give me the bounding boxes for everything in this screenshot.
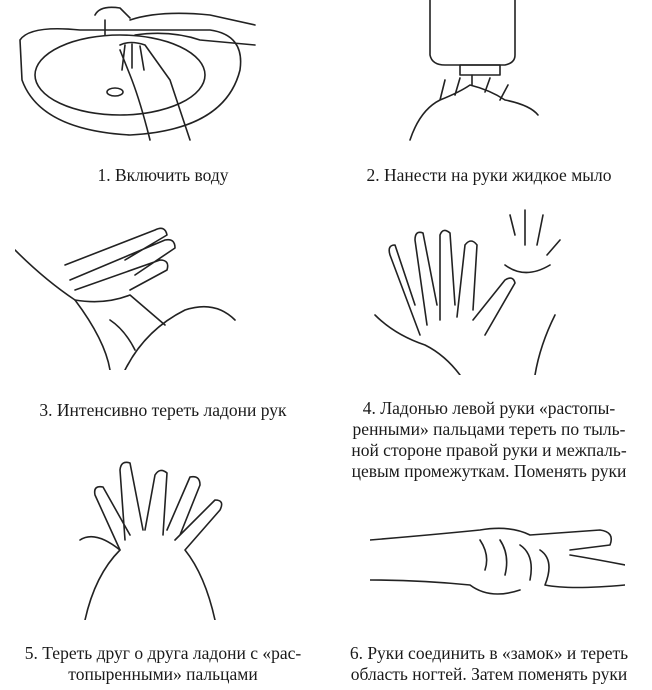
step-3-caption: 3. Интенсивно тереть ладони рук — [39, 400, 287, 420]
step-4-caption: 4. Ладонью левой руки «растопы- ренными»… — [351, 398, 627, 481]
step-2-caption: 2. Нанести на руки жидкое мыло — [366, 165, 612, 185]
step-5-caption: 5. Тереть друг о друга ладони с «рас- то… — [24, 643, 302, 684]
step-1-illustration-sink — [10, 0, 260, 145]
step-5-illustration-interlaced-fingers — [75, 455, 230, 621]
step-4-illustration-back-of-hand — [365, 205, 565, 376]
step-6-caption: 6. Руки соединить в «замок» и тереть обл… — [349, 643, 629, 684]
step-2-illustration-soap-dispenser — [400, 0, 540, 145]
step-3-illustration-rub-palms — [14, 210, 240, 371]
step-6-illustration-interlocked-hands — [369, 500, 626, 620]
step-1-caption: 1. Включить воду — [97, 165, 229, 185]
